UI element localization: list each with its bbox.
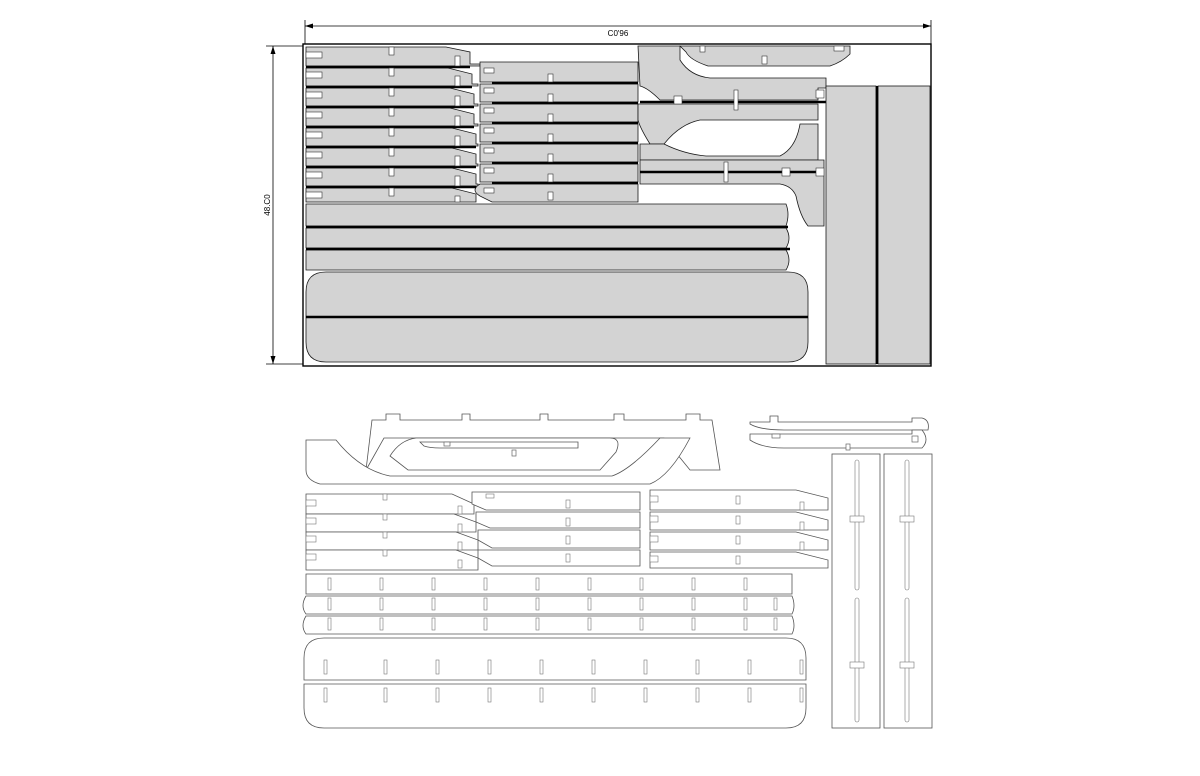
- slot-mark: [487, 687, 492, 703]
- slot-mark: [747, 659, 752, 675]
- slot-mark: [487, 659, 492, 675]
- slot-mark: [587, 597, 592, 611]
- width-dimension-label: C0'96: [608, 29, 629, 38]
- slot-mark: [435, 687, 440, 703]
- height-dimension: 48.C0: [263, 45, 303, 365]
- slot-mark: [483, 577, 488, 591]
- nested-slat-strips: [305, 46, 639, 203]
- slot-mark: [639, 577, 644, 591]
- slot-mark: [535, 577, 540, 591]
- width-dimension: C0'96: [304, 20, 932, 44]
- exploded-leg-strips: [831, 453, 933, 729]
- slot-mark: [327, 617, 332, 631]
- nested-seat-panels: [305, 271, 809, 363]
- slot-mark: [379, 597, 384, 611]
- exploded-slats-right: [649, 489, 829, 569]
- slot-mark: [691, 617, 696, 631]
- exploded-parts: [302, 413, 933, 729]
- slot-mark: [691, 577, 696, 591]
- slot-mark: [483, 597, 488, 611]
- slot-mark: [327, 577, 332, 591]
- slot-mark: [431, 577, 436, 591]
- slot-mark: [383, 687, 388, 703]
- slot-mark: [587, 617, 592, 631]
- slot-mark: [743, 597, 748, 611]
- exploded-bench-rails: [302, 573, 795, 635]
- slot-mark: [743, 577, 748, 591]
- slot-mark: [431, 617, 436, 631]
- slot-mark: [539, 687, 544, 703]
- slot-mark: [535, 597, 540, 611]
- slot-mark: [639, 617, 644, 631]
- slot-mark: [773, 617, 778, 631]
- slot-mark: [483, 617, 488, 631]
- slot-mark: [435, 659, 440, 675]
- slot-mark: [799, 687, 804, 703]
- slot-mark: [643, 659, 648, 675]
- slot-mark: [535, 617, 540, 631]
- exploded-backrest: [365, 413, 721, 471]
- exploded-side-frame: [305, 437, 691, 485]
- slot-mark: [691, 597, 696, 611]
- slot-mark: [323, 659, 328, 675]
- slot-mark: [323, 687, 328, 703]
- nested-sheet: C0'96 48.C0: [263, 20, 932, 367]
- slot-mark: [379, 617, 384, 631]
- slot-mark: [643, 687, 648, 703]
- slot-mark: [587, 577, 592, 591]
- slot-mark: [799, 659, 804, 675]
- nested-leg-strips: [825, 85, 931, 365]
- exploded-small-rail-b: [749, 429, 927, 449]
- slot-mark: [743, 617, 748, 631]
- exploded-slats-left: [305, 493, 479, 571]
- slot-mark: [773, 597, 778, 611]
- slot-mark: [379, 577, 384, 591]
- slot-mark: [591, 687, 596, 703]
- exploded-seat-panels: [303, 637, 807, 729]
- slot-mark: [639, 597, 644, 611]
- slot-mark: [695, 687, 700, 703]
- slot-mark: [695, 659, 700, 675]
- slot-mark: [383, 659, 388, 675]
- exploded-small-rail-a: [749, 415, 929, 431]
- exploded-slats-middle: [471, 491, 641, 567]
- nested-bench-rails: [305, 203, 790, 271]
- nested-side-frames: [637, 45, 851, 227]
- slot-mark: [591, 659, 596, 675]
- slot-mark: [431, 597, 436, 611]
- slot-mark: [747, 687, 752, 703]
- slot-mark: [327, 597, 332, 611]
- height-dimension-label: 48.C0: [263, 194, 272, 216]
- slot-mark: [539, 659, 544, 675]
